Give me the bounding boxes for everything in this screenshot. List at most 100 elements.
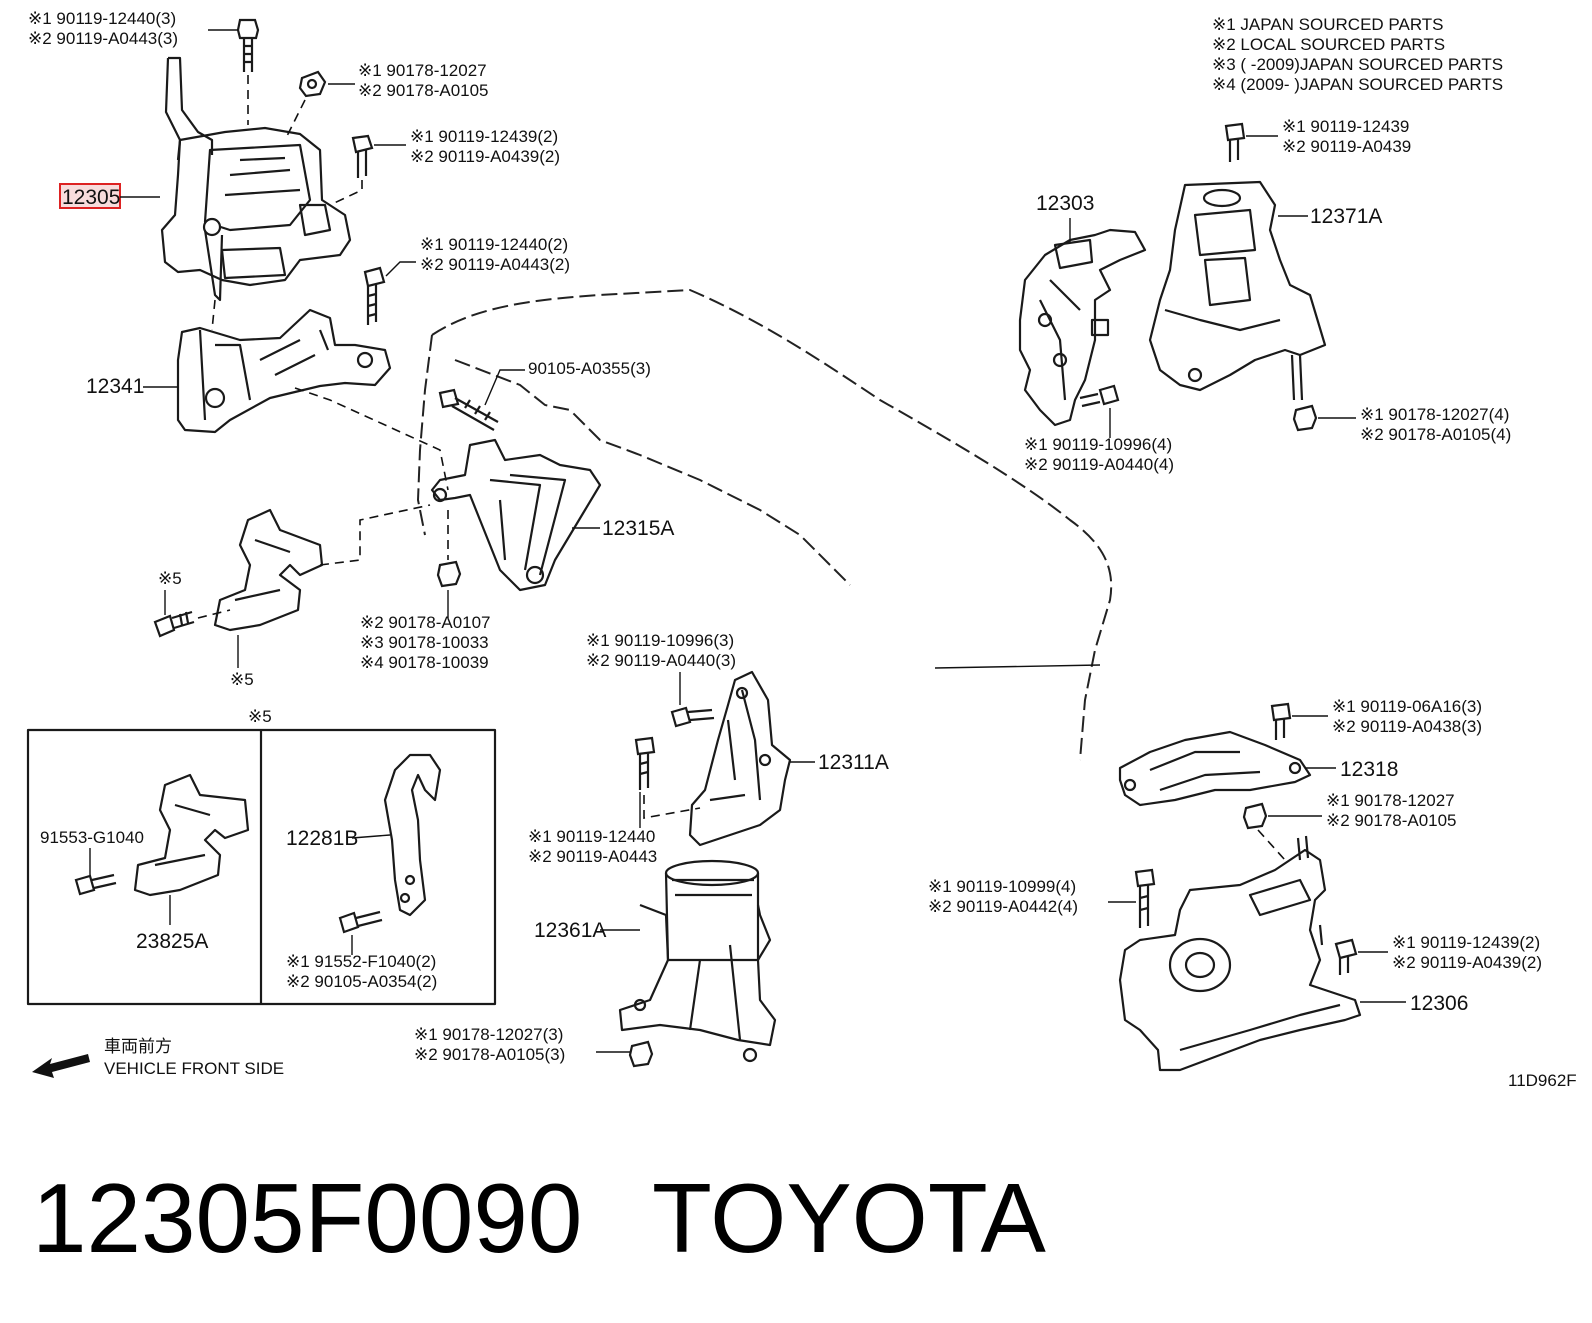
- leader-line: [351, 834, 391, 839]
- legend-line-3: ※3 ( -2009)JAPAN SOURCED PARTS: [1212, 55, 1503, 74]
- fastener-label: ※1 90119-12440(3): [28, 9, 176, 28]
- bolt-icon: [338, 910, 383, 934]
- dashed-guide: [294, 387, 449, 491]
- fastener-label: ※2 90119-A0440(4): [1024, 455, 1174, 474]
- part-label-12361A[interactable]: 12361A: [534, 919, 606, 942]
- legend-line-2: ※2 LOCAL SOURCED PARTS: [1212, 35, 1445, 54]
- fastener-label: ※2 90105-A0354(2): [286, 972, 437, 991]
- bolt-icon: [236, 18, 260, 72]
- part-label-12306[interactable]: 12306: [1410, 992, 1468, 1015]
- note-5: ※5: [248, 707, 272, 726]
- bolt-icon: [363, 266, 386, 325]
- part-label-12315A[interactable]: 12315A: [602, 517, 674, 540]
- fastener-label: ※1 90119-10996(4): [1024, 435, 1172, 454]
- caption-brand: TOYOTA: [652, 1163, 1047, 1273]
- fastener-label: ※2 90178-A0105(4): [1360, 425, 1511, 444]
- fastener-label: ※2 90119-A0439(2): [410, 147, 560, 166]
- part-12341-bracket[interactable]: [176, 308, 392, 434]
- fastener-label: ※2 90119-A0439(2): [1392, 953, 1542, 972]
- fastener-label: ※1 90178-12027: [358, 61, 487, 80]
- bolt-icon: [1224, 122, 1246, 162]
- fastener-label: ※2 90178-A0105: [358, 81, 489, 100]
- part-12306-mount[interactable]: [1118, 835, 1362, 1072]
- leader-line: [385, 261, 416, 277]
- bolt-icon: [351, 134, 374, 178]
- part-label-12303[interactable]: 12303: [1036, 192, 1094, 215]
- part-label-12318[interactable]: 12318: [1340, 758, 1398, 781]
- fastener-label: ※2 90119-A0440(3): [586, 651, 736, 670]
- bolt-icon: [1270, 702, 1292, 740]
- part-12315A-bracket[interactable]: [430, 438, 602, 592]
- part-12303-bracket[interactable]: [1018, 228, 1147, 427]
- legend-line-4: ※4 (2009- )JAPAN SOURCED PARTS: [1212, 75, 1503, 94]
- fastener-label: ※2 90119-A0442(4): [928, 897, 1078, 916]
- fastener-label: ※1 90178-12027: [1326, 791, 1455, 810]
- part-12281B-hook[interactable]: [383, 753, 442, 917]
- dashed-guide: [643, 795, 701, 819]
- inset-box: [26, 728, 497, 1006]
- fastener-label: ※2 90178-A0107: [360, 613, 491, 632]
- fastener-label: ※2 90119-A0439: [1282, 137, 1411, 156]
- part-12318-bracket[interactable]: [1118, 730, 1312, 807]
- part-label-12281B[interactable]: 12281B: [286, 827, 358, 850]
- nut-icon: [628, 1040, 654, 1068]
- fastener-label: ※2 90119-A0443(3): [28, 29, 178, 48]
- dashed-guide: [197, 609, 231, 619]
- part-label-12341[interactable]: 12341: [86, 375, 144, 398]
- dashed-guide: [211, 299, 216, 331]
- fastener-label: ※2 90119-A0443(2): [420, 255, 570, 274]
- fastener-label: ※1 90119-12440(2): [420, 235, 568, 254]
- legend: ※1 JAPAN SOURCED PARTS ※2 LOCAL SOURCED …: [1212, 15, 1503, 94]
- fastener-label: ※2 90119-A0438(3): [1332, 717, 1482, 736]
- fastener-label: ※2 90119-A0443: [528, 847, 657, 866]
- dashed-guide: [319, 504, 431, 566]
- fastener-label: ※1 90119-10996(3): [586, 631, 734, 650]
- note-5: ※5: [230, 670, 254, 689]
- fastener-label: ※1 90178-12027(3): [414, 1025, 563, 1044]
- bolt-icon: [438, 388, 499, 431]
- fastener-label: 90105-A0355(3): [528, 359, 651, 378]
- dashed-guide: [284, 99, 306, 141]
- fastener-label: ※2 90178-A0105: [1326, 811, 1457, 830]
- bolt-icon: [153, 610, 195, 638]
- nut-icon: [298, 70, 327, 98]
- legend-line-1: ※1 JAPAN SOURCED PARTS: [1212, 15, 1444, 34]
- diagram-code: 11D962F: [1508, 1071, 1577, 1090]
- bolt-icon: [1334, 938, 1358, 975]
- part-label-12371A[interactable]: 12371A: [1310, 205, 1382, 228]
- fastener-label: ※1 90119-12439(2): [1392, 933, 1540, 952]
- vehicle-front-arrow-icon: [32, 1054, 90, 1078]
- part-12305-highlight: [59, 183, 121, 209]
- leader-line: [484, 369, 525, 406]
- part-label-12305[interactable]: 12305: [62, 186, 120, 209]
- bolt-icon: [670, 706, 715, 728]
- note-5: ※5: [158, 569, 182, 588]
- fastener-label: ※1 90178-12027(4): [1360, 405, 1509, 424]
- part-12311A-bracket[interactable]: [688, 670, 792, 847]
- fastener-label: ※1 90119-10999(4): [928, 877, 1076, 896]
- nut-icon: [436, 560, 462, 588]
- part-12361A-insulator[interactable]: [618, 859, 777, 1063]
- fastener-label: ※1 90119-12440: [528, 827, 655, 846]
- vehicle-body-outline: [416, 288, 1113, 761]
- caption-part-number: 12305F0090: [32, 1163, 582, 1273]
- fastener-label: ※3 90178-10033: [360, 633, 489, 652]
- bolt-icon: [634, 736, 656, 790]
- bolt-icon: [1079, 384, 1120, 408]
- nut-icon: [1292, 404, 1318, 432]
- dashed-guide: [1257, 829, 1286, 861]
- nut-icon: [1242, 802, 1268, 830]
- part-23825A-cover[interactable]: [133, 773, 250, 897]
- bolt-icon: [74, 873, 117, 896]
- part-label-12311A[interactable]: 12311A: [818, 751, 889, 774]
- bolt-icon: [1134, 868, 1156, 928]
- fastener-label: ※1 90119-12439: [1282, 117, 1409, 136]
- fastener-label: ※1 90119-06A16(3): [1332, 697, 1482, 716]
- direction-label-en: VEHICLE FRONT SIDE: [104, 1059, 284, 1078]
- fastener-label: ※2 90178-A0105(3): [414, 1045, 565, 1064]
- part-label-23825A[interactable]: 23825A: [136, 930, 208, 953]
- part-12371A-mount[interactable]: [1148, 180, 1327, 401]
- part-cover-bracket[interactable]: [213, 508, 324, 632]
- part-12305-mount[interactable]: [160, 56, 352, 302]
